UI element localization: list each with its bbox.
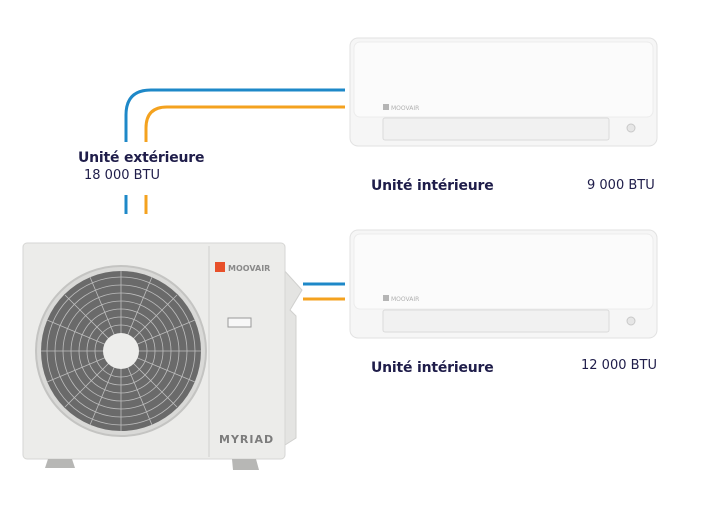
gas-line-upper [144, 105, 345, 142]
outdoor-unit-label: Unité extérieure [78, 150, 205, 166]
indoor-unit-1-label: Unité intérieure [371, 178, 494, 194]
indoor-unit-2: MOOVAIR [349, 229, 658, 339]
indoor-unit-2-capacity: 12 000 BTU [581, 358, 657, 373]
refrigerant-lines [124, 88, 345, 301]
indoor-1-brand: MOOVAIR [391, 105, 419, 112]
liquid-line-upper [124, 88, 345, 142]
indoor-unit-1-capacity: 9 000 BTU [587, 178, 655, 193]
outdoor-unit-capacity: 18 000 BTU [84, 168, 160, 183]
outdoor-brand: MOOVAIR [228, 264, 270, 273]
outdoor-model: MYRIAD [219, 433, 274, 446]
indoor-unit-2-label: Unité intérieure [371, 360, 494, 376]
outdoor-unit: MOOVAIR MYRIAD [22, 242, 303, 470]
indoor-2-brand: MOOVAIR [391, 296, 419, 303]
indoor-unit-1: MOOVAIR [349, 37, 658, 147]
